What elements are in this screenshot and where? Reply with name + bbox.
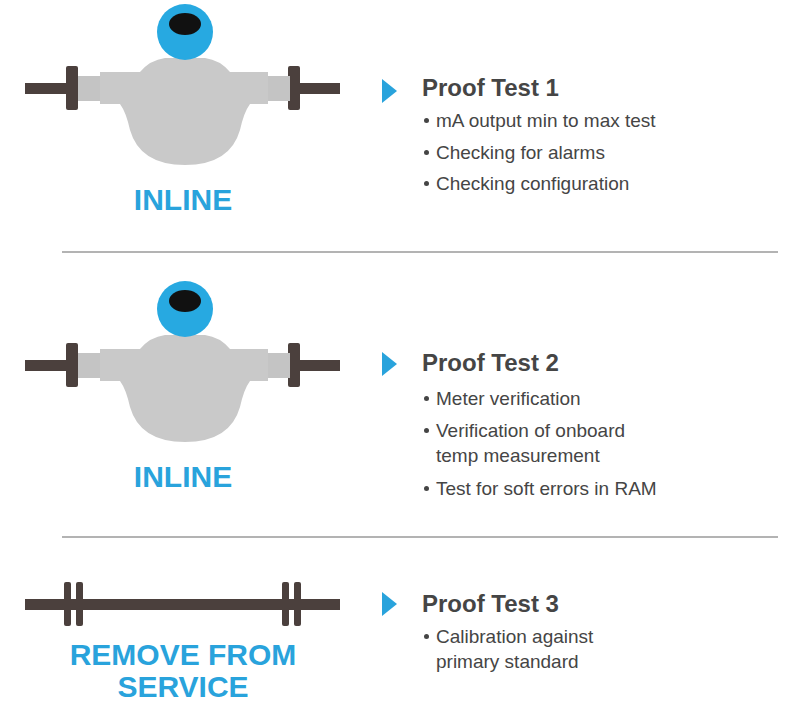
bare-pipe (25, 582, 340, 626)
bullet-item: Test for soft errors in RAM (436, 476, 776, 501)
bullet-dot (424, 428, 429, 433)
bullet-item: Verification of onboard temp measurement (436, 418, 671, 468)
divider-line (62, 536, 778, 538)
arrow-marker (382, 79, 397, 103)
bullet-dot (424, 118, 429, 123)
status-caption: INLINE (53, 461, 313, 493)
test-heading: Proof Test 2 (422, 349, 782, 377)
bullet-item: Calibration against primary standard (436, 624, 636, 674)
divider-line (62, 251, 778, 253)
bullet-item: Checking for alarms (436, 140, 776, 165)
bullet-item: Meter verification (436, 386, 776, 411)
test-heading: Proof Test 3 (422, 590, 782, 618)
status-caption: INLINE (53, 184, 313, 216)
arrow-marker (382, 352, 397, 376)
bullet-item: mA output min to max test (436, 108, 776, 133)
test-heading: Proof Test 1 (422, 74, 782, 102)
status-caption: REMOVE FROM SERVICE (58, 639, 308, 703)
bullet-dot (424, 634, 429, 639)
coriolis-meter (25, 281, 340, 442)
bullet-dot (424, 396, 429, 401)
bullet-dot (424, 486, 429, 491)
bullet-dot (424, 150, 429, 155)
bullet-dot (424, 181, 429, 186)
bullet-item: Checking configuration (436, 171, 776, 196)
coriolis-meter (25, 4, 340, 165)
arrow-marker (382, 592, 397, 616)
